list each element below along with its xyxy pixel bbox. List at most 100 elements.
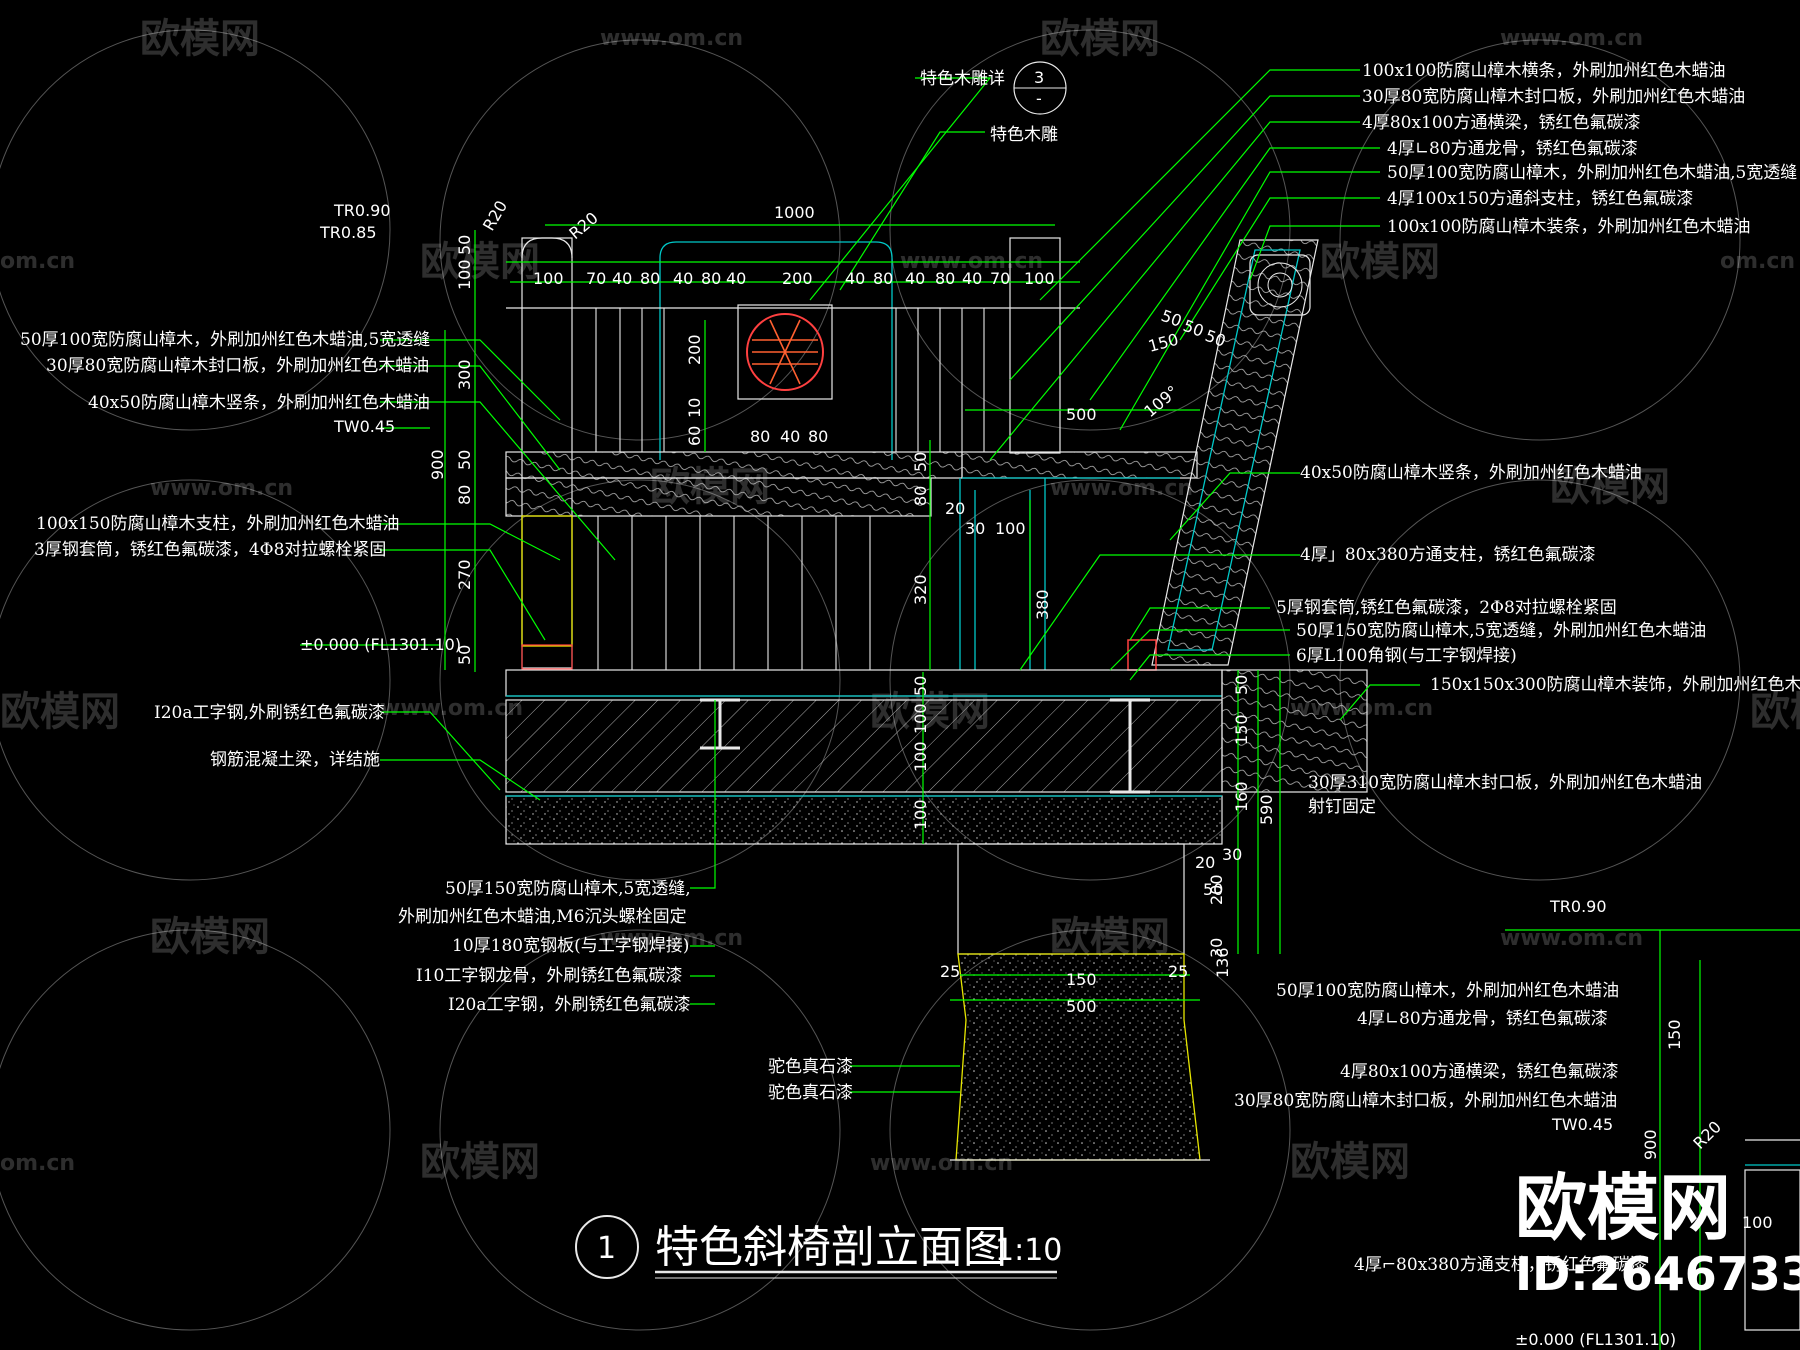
carving-medallion — [746, 313, 824, 391]
dim-seat: 320 — [911, 574, 930, 605]
dim-panel: 40 — [780, 427, 800, 446]
right-top-label-2: 4厚80x100方通横梁，锈红色氟碳漆 — [1362, 113, 1640, 133]
dim-top: 40 — [962, 269, 982, 288]
watermark-url: om.cn — [1720, 249, 1795, 274]
dim-width-total: 1000 — [774, 203, 815, 222]
bench-structure — [505, 237, 1368, 1161]
dim-left: 270 — [455, 559, 474, 590]
logo-id: ID:2646733 — [1515, 1247, 1800, 1301]
watermark-url: www.om.cn — [1500, 26, 1643, 51]
dim-left: 50 — [455, 645, 474, 665]
dim-pier: 25 — [940, 962, 960, 981]
right-mid-label-7: 射钉固定 — [1308, 797, 1376, 817]
right-top-label-5: 4厚100x150方通斜支柱，锈红色氟碳漆 — [1387, 189, 1693, 209]
i-beam — [1110, 698, 1150, 794]
right-mid-label-4: 6厚L100角钢(与工字钢焊接) — [1296, 646, 1517, 666]
right-mid-label-6: 30厚310宽防腐山樟木封口板，外刷加州红色木蜡油 — [1308, 773, 1702, 793]
right-top-label-3: 4厚∟80方通龙骨，锈红色氟碳漆 — [1387, 139, 1638, 159]
watermark-url: www.om.cn — [600, 926, 743, 951]
title-scale: 1:10 — [995, 1233, 1062, 1268]
dim-left: 50 — [455, 450, 474, 470]
watermark-brand: 欧模网 — [420, 1139, 540, 1185]
dim-panel: 80 — [808, 427, 828, 446]
dim-br: 900 — [1641, 1129, 1660, 1160]
level-tr090-b: TR0.90 — [1549, 897, 1607, 916]
dim-top: 40 — [905, 269, 925, 288]
dim-slope: 150 — [1146, 330, 1180, 356]
bottom-label-4: I20a工字钢，外刷锈红色氟碳漆 — [448, 995, 690, 1015]
dim-base: 100 — [911, 799, 930, 830]
dim-panel: 10 — [685, 398, 704, 418]
watermark-brand: 欧模网 — [150, 914, 270, 960]
dim-pier: 150 — [1066, 970, 1097, 989]
dim-left: 900 — [428, 449, 447, 480]
dim-base: 100 — [911, 741, 930, 772]
bottom-label-1: 外刷加州红色木蜡油,M6沉头螺栓固定 — [398, 907, 687, 927]
dim-br: 150 — [1665, 1019, 1684, 1050]
watermark-brand: 欧模网 — [1750, 689, 1800, 735]
watermark-layer: 欧模网 欧模网 www.om.cn www.om.cn 欧模网 欧模网 om.c… — [0, 16, 1800, 1331]
dim-seat: 380 — [1033, 589, 1052, 620]
logo-brand: 欧模网 — [1515, 1166, 1731, 1250]
dim-top: 80 — [935, 269, 955, 288]
dim-pier: 500 — [1066, 997, 1097, 1016]
dim-left: 300 — [455, 359, 474, 390]
dim-left: 50 — [455, 235, 474, 255]
dim-top: 40 — [673, 269, 693, 288]
lower-slats — [597, 516, 871, 670]
bottom-label-0: 50厚150宽防腐山樟木,5宽透缝, — [445, 879, 691, 899]
dim-right: 136 — [1213, 947, 1232, 978]
level-tr085: TR0.85 — [319, 223, 377, 242]
bottom-label-5: 驼色真石漆 — [768, 1057, 853, 1077]
bottom-label-3: I10工字钢龙骨，外刷锈红色氟碳漆 — [416, 966, 682, 986]
drawing-title: 1 特色斜椅剖立面图 1:10 — [575, 1215, 1062, 1279]
dim-top: 80 — [640, 269, 660, 288]
watermark-brand: 欧模网 — [1320, 239, 1440, 285]
watermark-brand: 欧模网 — [140, 16, 260, 62]
dim-seat: 20 — [945, 499, 965, 518]
level-tr090: TR0.90 — [333, 201, 391, 220]
level-ground: ±0.000 (FL1301.10) — [300, 635, 461, 654]
dim-panel: 80 — [750, 427, 770, 446]
dim-base: 100 — [911, 703, 930, 734]
watermark-url: om.cn — [0, 1151, 75, 1176]
dim-top: 80 — [873, 269, 893, 288]
dim-left: 80 — [455, 485, 474, 505]
dim-seat: 100 — [995, 519, 1026, 538]
level-tw045: TW0.45 — [333, 417, 395, 436]
watermark-url: www.om.cn — [1050, 476, 1193, 501]
level-tw045-b: TW0.45 — [1551, 1115, 1613, 1134]
dim-top: 200 — [782, 269, 813, 288]
dim-base: 50 — [911, 676, 930, 696]
dim-right: 20 — [1195, 853, 1215, 872]
dim-top: 70 — [586, 269, 606, 288]
dim-top: 70 — [990, 269, 1010, 288]
bottom-label-2: 10厚180宽钢板(与工字钢焊接) — [452, 936, 689, 956]
dim-top: 100 — [1024, 269, 1055, 288]
bottom-label-6: 驼色真石漆 — [768, 1083, 853, 1103]
left-label-2: 40x50防腐山樟木竖条，外刷加州红色木蜡油 — [88, 393, 430, 413]
dim-seat: 500 — [1066, 405, 1097, 424]
br-label-3: 30厚80宽防腐山樟木封口板，外刷加州红色木蜡油 — [1234, 1091, 1617, 1111]
br-label-2: 4厚80x100方通横梁，锈红色氟碳漆 — [1340, 1062, 1618, 1082]
right-top-label-0: 100x100防腐山樟木横条，外刷加州红色木蜡油 — [1362, 61, 1725, 81]
left-label-0: 50厚100宽防腐山樟木，外刷加州红色木蜡油,5宽透缝 — [20, 330, 430, 350]
dim-right: 200 — [1207, 874, 1226, 905]
right-mid-label-3: 50厚150宽防腐山樟木,5宽透缝，外刷加州红色木蜡油 — [1296, 621, 1706, 641]
dim-angle: 109° — [1140, 382, 1182, 421]
annotations: 3 - 特色木雕详 特色木雕 TR0.90 TR0.85 TW0.45 ±0.0… — [20, 61, 1800, 1349]
watermark-brand: 欧模网 — [1550, 464, 1670, 510]
right-top-label-1: 30厚80宽防腐山樟木封口板，外刷加州红色木蜡油 — [1362, 87, 1745, 107]
logo-block: 欧模网 ID:2646733 — [1515, 1166, 1800, 1301]
right-top-label-4: 50厚100宽防腐山樟木，外刷加州红色木蜡油,5宽透缝 — [1387, 163, 1797, 183]
title-text: 特色斜椅剖立面图 — [655, 1222, 1007, 1273]
left-label-1: 30厚80宽防腐山樟木封口板，外刷加州红色木蜡油 — [46, 356, 429, 376]
left-label-3: 100x150防腐山樟木支柱，外刷加州红色木蜡油 — [36, 514, 399, 534]
dim-right: 30 — [1222, 845, 1242, 864]
left-label-5: I20a工字钢,外刷锈红色氟碳漆 — [154, 703, 385, 723]
watermark-brand: 欧模网 — [1050, 914, 1170, 960]
title-number: 1 — [597, 1231, 616, 1266]
i-beam — [700, 698, 740, 750]
